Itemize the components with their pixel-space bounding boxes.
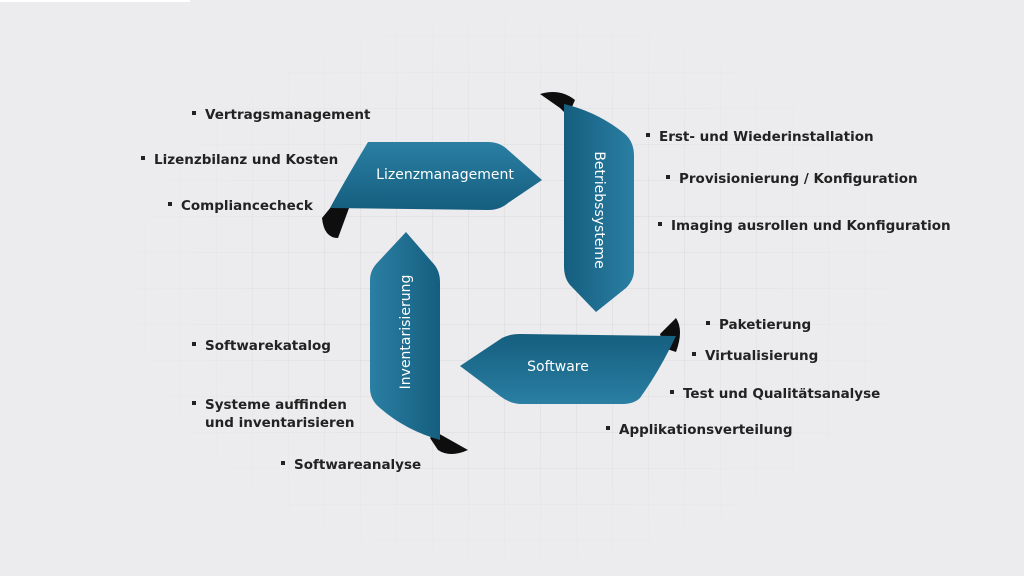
arrow-body-top xyxy=(330,142,542,210)
list-item: Systeme auffinden und inventarisieren xyxy=(192,396,354,432)
arrow-software: Software xyxy=(460,318,680,404)
bullet-icon xyxy=(141,156,145,160)
top-edge-bar xyxy=(0,0,190,2)
list-item: Applikationsverteilung xyxy=(606,421,792,439)
list-item: Provisionierung / Konfiguration xyxy=(666,170,918,188)
bullet-icon xyxy=(706,321,710,325)
list-item: Imaging ausrollen und Konfiguration xyxy=(658,217,951,235)
list-item: Vertragsmanagement xyxy=(192,106,370,124)
bullet-icon xyxy=(281,461,285,465)
list-item: Test und Qualitätsanalyse xyxy=(670,385,880,403)
arrow-body-right xyxy=(564,104,634,312)
list-item: Softwareanalyse xyxy=(281,456,421,474)
arrow-body-bottom xyxy=(460,334,676,404)
arrow-title-right: Betriebssysteme xyxy=(591,151,607,268)
arrow-title-bottom: Software xyxy=(527,359,589,375)
list-item: Erst- und Wiederinstallation xyxy=(646,128,874,146)
arrow-inventarisierung: Inventarisierung xyxy=(370,232,468,454)
bullet-icon xyxy=(192,401,196,405)
list-item: Compliancecheck xyxy=(168,197,313,215)
bullet-icon xyxy=(606,426,610,430)
bullet-icon xyxy=(670,390,674,394)
arrow-betriebssysteme: Betriebssysteme xyxy=(540,92,634,312)
bullet-icon xyxy=(168,202,172,206)
list-item: Paketierung xyxy=(706,316,811,334)
list-item: Softwarekatalog xyxy=(192,337,331,355)
arrow-title-left: Inventarisierung xyxy=(398,275,414,390)
arrow-body-left xyxy=(370,232,440,440)
bullet-icon xyxy=(658,222,662,226)
bullet-icon xyxy=(192,111,196,115)
bullet-icon xyxy=(692,352,696,356)
list-item: Lizenzbilanz und Kosten xyxy=(141,151,338,169)
arrow-lizenzmanagement: Lizenzmanagement xyxy=(322,142,542,238)
bullet-icon xyxy=(192,342,196,346)
bullet-icon xyxy=(666,175,670,179)
bullet-icon xyxy=(646,133,650,137)
list-item: Virtualisierung xyxy=(692,347,818,365)
arrow-title-top: Lizenzmanagement xyxy=(376,167,514,183)
